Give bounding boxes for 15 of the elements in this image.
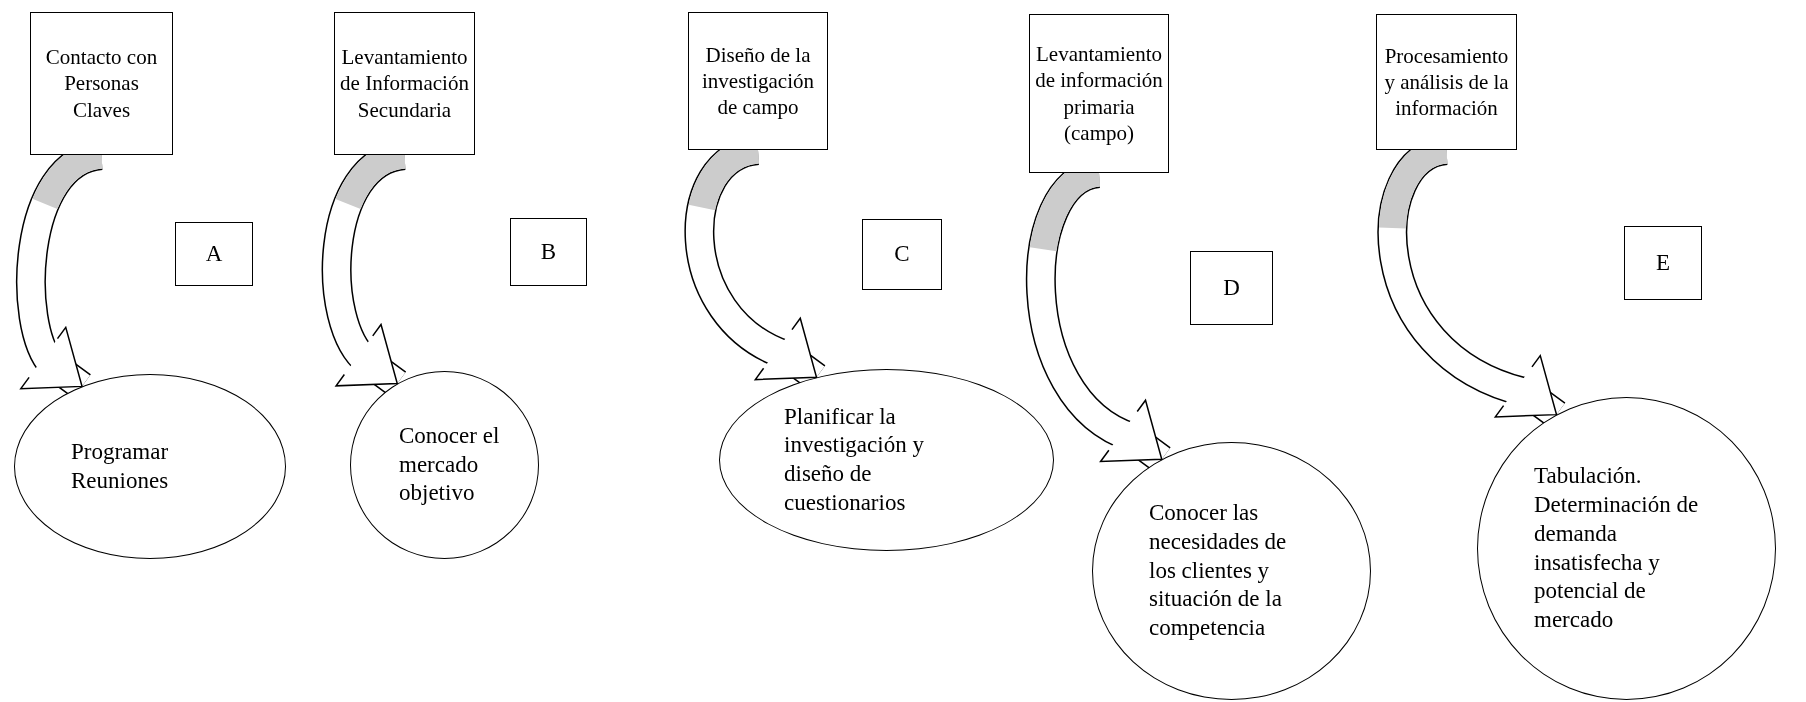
result-ellipse: Conocer el mercado objetivo [350,371,539,559]
process-box: Diseño de la investigación de campo [688,12,828,150]
process-box: Levantamiento de Información Secundaria [334,12,475,155]
result-ellipse: Planificar la investigación y diseño de cuestionarios [719,369,1054,551]
result-ellipse: Tabulación. Determinación de demanda insatisfecha y potencial de mercado [1477,397,1776,700]
letter-box: B [510,218,587,286]
letter-box: E [1624,226,1702,300]
result-ellipse: Programar Reuniones [14,374,286,559]
letter-box: A [175,222,253,286]
process-box: Levantamiento de información primaria (campo) [1029,14,1169,173]
result-ellipse: Conocer las necesidades de los clientes y situación de la competencia [1092,442,1371,700]
letter-box: D [1190,251,1273,325]
process-box: Contacto con Personas Claves [30,12,173,155]
process-box: Procesamiento y análisis de la información [1376,14,1517,150]
letter-box: C [862,219,942,290]
